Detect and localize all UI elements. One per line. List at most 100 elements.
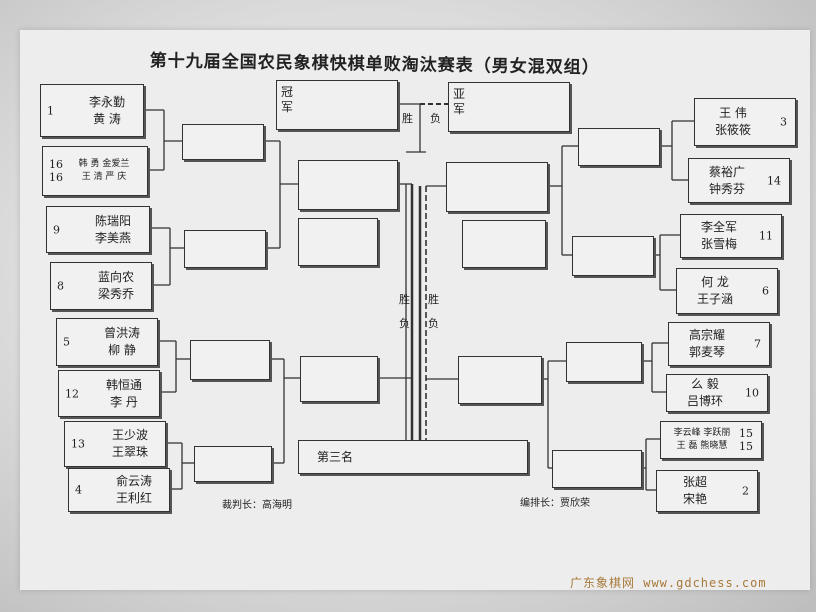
player-name: 柳 静 — [108, 343, 136, 357]
match-slot — [462, 220, 546, 268]
right-entry-2: 14 蔡裕广钟秀芬 — [688, 158, 790, 203]
seed-number: 11 — [759, 229, 773, 243]
player-name: 么 毅 — [691, 377, 719, 391]
player-name: 黄 涛 — [93, 111, 121, 126]
player-name: 张雪梅 — [700, 237, 737, 251]
semi-left-lose-label: 负 — [399, 317, 410, 330]
player-name: 何 龙 — [701, 275, 729, 289]
match-slot — [578, 128, 660, 166]
seed-number: 15 15 — [739, 427, 753, 453]
third-place-label: 第三名 — [317, 450, 354, 464]
player-names: 王少波王翠珠 — [99, 427, 161, 461]
champion-label: 冠 军 — [281, 85, 294, 114]
seed-number: 3 — [780, 115, 787, 129]
right-entry-5: 7 高宗耀郭麦琴 — [668, 322, 770, 366]
match-slot — [190, 340, 270, 380]
player-names: 李全军张雪梅 — [685, 219, 753, 253]
match-slot — [182, 124, 264, 160]
seed-number: 2 — [742, 484, 749, 498]
player-names: 高宗耀郭麦琴 — [673, 327, 741, 361]
player-name: 韩 勇 金爱兰 — [78, 159, 130, 169]
player-names: 李永勤黄 涛 — [75, 94, 139, 128]
player-name: 曾洪涛 — [103, 326, 140, 340]
player-name: 张超 — [682, 475, 707, 489]
player-name: 王子涵 — [696, 292, 733, 306]
left-entry-1: 1 李永勤黄 涛 — [40, 84, 144, 137]
scheduler-credit: 编排长：贾欣荣 — [520, 498, 590, 509]
semi-right-win-label: 胜 — [428, 293, 439, 306]
player-name: 梁秀乔 — [97, 287, 134, 301]
player-names: 韩 勇 金爱兰王 清 严 庆 — [65, 158, 143, 184]
right-entry-8: 2 张超宋艳 — [656, 470, 758, 512]
player-names: 么 毅吕博环 — [671, 376, 739, 410]
match-slot — [458, 356, 542, 404]
seed-number: 4 — [75, 483, 82, 497]
right-entry-4: 6 何 龙王子涵 — [676, 268, 778, 314]
left-entry-7: 13 王少波王翠珠 — [64, 421, 166, 467]
player-name: 李 丹 — [110, 394, 138, 409]
match-slot — [572, 236, 654, 276]
match-slot — [300, 356, 378, 402]
seed-number: 14 — [767, 174, 781, 187]
seed-number: 8 — [57, 279, 64, 293]
player-names: 蓝向农梁秀乔 — [85, 269, 147, 303]
right-entry-1: 3 王 伟张筱筱 — [694, 98, 796, 146]
left-entry-8: 4 俞云涛王利红 — [68, 468, 170, 512]
player-name: 李美燕 — [94, 230, 131, 245]
runner-up-box: 亚 军 — [448, 82, 570, 132]
right-entry-3: 11 李全军张雪梅 — [680, 214, 782, 258]
player-name: 张筱筱 — [714, 123, 751, 137]
player-names: 王 伟张筱筱 — [699, 105, 767, 139]
match-slot — [566, 342, 642, 382]
left-entry-5: 5 曾洪涛柳 静 — [56, 318, 158, 366]
player-names: 何 龙王子涵 — [681, 274, 749, 308]
player-names: 陈瑞阳李美燕 — [81, 213, 145, 247]
player-name: 李云峰 李跃丽 — [673, 428, 731, 438]
player-name: 蔡裕广 — [708, 164, 745, 179]
seed-number: 13 — [71, 437, 85, 451]
third-place-box: 第三名 — [298, 440, 528, 474]
player-name: 陈瑞阳 — [94, 213, 131, 228]
player-name: 宋艳 — [682, 492, 707, 506]
player-names: 曾洪涛柳 静 — [91, 325, 153, 359]
player-name: 王 清 严 庆 — [81, 172, 127, 182]
player-name: 高宗耀 — [688, 328, 725, 342]
runner-up-label: 亚 军 — [453, 87, 466, 116]
player-name: 李永勤 — [88, 94, 125, 109]
site-watermark: 广东象棋网 www.gdchess.com — [570, 576, 767, 590]
player-names: 张超宋艳 — [661, 474, 729, 508]
match-slot — [298, 218, 378, 266]
player-name: 郭麦琴 — [688, 345, 725, 359]
referee-credit: 裁判长：高海明 — [222, 500, 292, 511]
player-name: 韩恒通 — [105, 377, 142, 392]
seed-number: 12 — [65, 387, 79, 400]
seed-number: 5 — [63, 335, 70, 349]
match-slot — [552, 450, 642, 488]
player-name: 王少波 — [111, 428, 148, 442]
match-slot — [194, 446, 272, 482]
left-entry-3: 9 陈瑞阳李美燕 — [46, 206, 150, 253]
player-name: 王利红 — [115, 491, 152, 505]
left-entry-4: 8 蓝向农梁秀乔 — [50, 262, 152, 310]
final-lose-label: 负 — [430, 112, 441, 125]
seed-number: 6 — [762, 284, 769, 298]
champion-box: 冠 军 — [276, 80, 398, 130]
player-name: 钟秀芬 — [708, 181, 745, 196]
player-name: 王 磊 熊晓慧 — [676, 441, 728, 451]
player-names: 李云峰 李跃丽王 磊 熊晓慧 — [665, 427, 739, 453]
seed-number: 10 — [745, 386, 759, 400]
player-name: 吕博环 — [686, 394, 723, 408]
left-entry-6: 12 韩恒通李 丹 — [58, 370, 160, 417]
seed-number: 9 — [53, 223, 60, 236]
semi-right-lose-label: 负 — [428, 317, 439, 330]
player-name: 俞云涛 — [115, 474, 152, 488]
seed-number: 7 — [754, 337, 761, 351]
player-name: 王 伟 — [719, 106, 747, 120]
player-names: 韩恒通李 丹 — [93, 377, 155, 411]
seed-number: 1 — [47, 104, 54, 117]
player-names: 蔡裕广钟秀芬 — [693, 164, 761, 198]
right-entry-6: 10 么 毅吕博环 — [666, 374, 768, 412]
